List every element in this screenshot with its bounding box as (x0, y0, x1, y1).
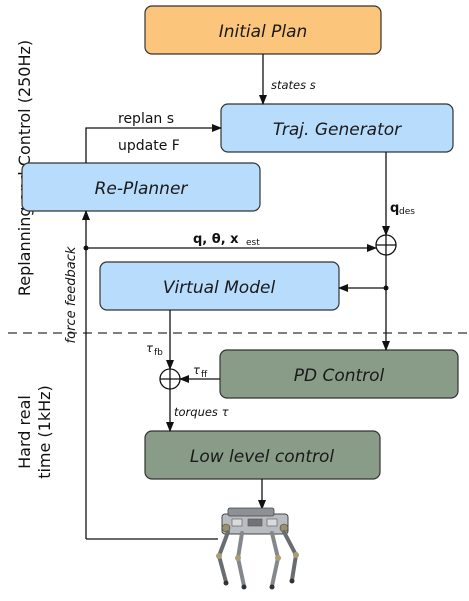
pd-control-box: PD Control (219, 349, 459, 399)
virtual-model-text: Virtual Model (163, 278, 276, 298)
initial-plan-box: Initial Plan (144, 5, 382, 55)
force-feedback-label: force feedback (64, 246, 79, 343)
re-planner-box: Re-Planner (21, 162, 261, 212)
traj-generator-text: Traj. Generator (273, 120, 402, 140)
quadruped-robot-image (216, 507, 299, 590)
q-des-label: q (390, 201, 399, 216)
low-level-control-box: Low level control (144, 430, 381, 480)
arrow-replanner-to-traj (85, 124, 222, 163)
update-label: update F (118, 138, 180, 154)
re-planner-text: Re-Planner (95, 179, 189, 199)
tau-fb-label: τ (146, 341, 153, 355)
tau-ff-label: τ (193, 363, 200, 377)
pd-control-text: PD Control (294, 366, 385, 386)
tau-ff-subscript: ff (201, 370, 208, 380)
virtual-model-box: Virtual Model (99, 261, 340, 311)
feedback-subscript: est (246, 238, 260, 248)
replan-label: replan s (118, 111, 174, 127)
sum-junction-top (375, 234, 397, 256)
hard-rt-label-line2: time (1kHz) (35, 385, 54, 479)
initial-plan-text: Initial Plan (219, 22, 308, 42)
q-des-subscript: des (399, 207, 415, 217)
sum-junction-bottom (159, 368, 181, 390)
hard-rt-label-line1: Hard real (15, 395, 34, 469)
low-level-control-text: Low level control (190, 447, 335, 467)
torques-label: torques τ (174, 405, 229, 419)
tau-fb-subscript: fb (154, 348, 163, 358)
feedback-label: q, θ, x (193, 232, 239, 247)
traj-generator-box: Traj. Generator (220, 103, 454, 153)
states-label: states s (271, 78, 316, 92)
